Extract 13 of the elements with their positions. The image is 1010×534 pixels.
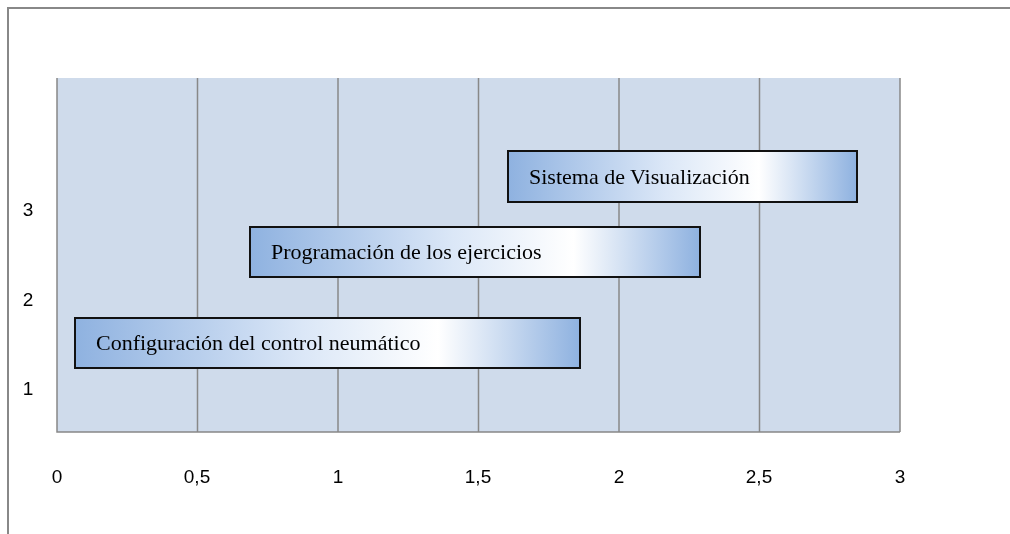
y-axis-label: 2	[22, 289, 34, 311]
task-bar: Sistema de Visualización	[507, 150, 858, 203]
x-axis-tick-label: 1,5	[464, 466, 492, 488]
x-axis-tick-label: 2	[613, 466, 625, 488]
task-bar: Programación de los ejercicios	[249, 226, 701, 278]
y-axis-label: 1	[22, 378, 34, 400]
x-axis-tick-label: 2,5	[745, 466, 773, 488]
x-axis-tick-label: 3	[894, 466, 906, 488]
x-axis-tick-label: 0	[51, 466, 63, 488]
x-axis-tick-label: 1	[332, 466, 344, 488]
task-bar: Configuración del control neumático	[74, 317, 581, 369]
x-axis-tick-label: 0,5	[183, 466, 211, 488]
y-axis-label: 3	[22, 199, 34, 221]
